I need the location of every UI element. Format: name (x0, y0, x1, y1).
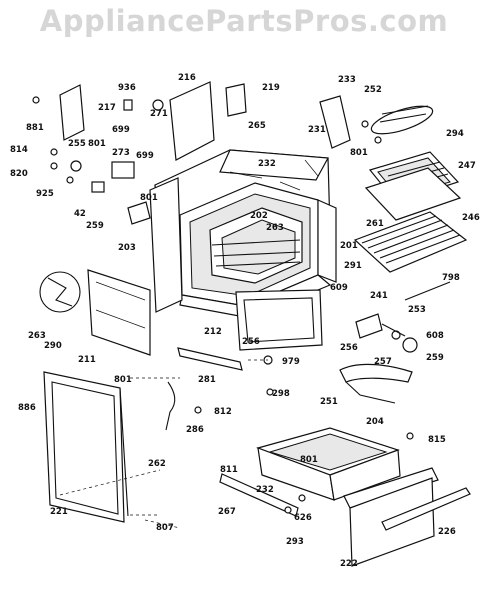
burner-valve (355, 281, 451, 353)
part-label: 231 (308, 125, 326, 135)
part-label: 811 (220, 465, 238, 475)
part-label: 820 (10, 169, 28, 179)
part-label: 291 (344, 261, 362, 271)
part-label: 801 (350, 148, 368, 158)
part-label: 247 (458, 161, 476, 171)
part-label: 267 (218, 507, 236, 517)
part-label: 219 (262, 83, 280, 93)
part-label: 201 (340, 241, 358, 251)
part-label: 263 (266, 223, 284, 233)
part-label: 801 (114, 375, 132, 385)
part-label: 232 (258, 159, 276, 169)
part-label: 253 (408, 305, 426, 315)
part-label: 212 (204, 327, 222, 337)
part-label: 699 (112, 125, 130, 135)
part-label: 286 (186, 425, 204, 435)
part-label: 290 (44, 341, 62, 351)
oven-door (43, 371, 129, 523)
part-label: 259 (86, 221, 104, 231)
part-label: 203 (118, 243, 136, 253)
part-label: 281 (198, 375, 216, 385)
part-label: 294 (446, 129, 464, 139)
part-label: 801 (88, 139, 106, 149)
part-label: 801 (300, 455, 318, 465)
left-brackets (32, 81, 247, 225)
bake-burner (339, 363, 413, 383)
part-label: 881 (26, 123, 44, 133)
part-label: 217 (98, 103, 116, 113)
drawer-front (343, 467, 439, 509)
drawer-rail (219, 473, 299, 517)
part-label: 256 (340, 343, 358, 353)
part-label: 211 (78, 355, 96, 365)
hinge-bar (177, 347, 243, 371)
part-label: 263 (28, 331, 46, 341)
door-hinge (165, 381, 176, 431)
oven-rack (353, 211, 468, 273)
part-label: 256 (242, 337, 260, 347)
part-label: 216 (178, 73, 196, 83)
part-label: 815 (428, 435, 446, 445)
broiler-pan (364, 151, 462, 221)
part-label: 626 (294, 513, 312, 523)
part-label: 262 (148, 459, 166, 469)
back-panel (87, 269, 151, 356)
part-label: 936 (118, 83, 136, 93)
storage-drawer (256, 427, 401, 501)
side-panel (149, 177, 183, 313)
part-label: 221 (50, 507, 68, 517)
part-label: 233 (338, 75, 356, 85)
part-label: 293 (286, 537, 304, 547)
wiring-harness (39, 271, 81, 313)
part-label: 241 (370, 291, 388, 301)
upper-right-parts (319, 95, 434, 149)
part-label: 259 (426, 353, 444, 363)
part-label: 252 (364, 85, 382, 95)
part-label: 298 (272, 389, 290, 399)
part-label: 261 (366, 219, 384, 229)
part-label: 798 (442, 273, 460, 283)
part-label: 886 (18, 403, 36, 413)
drawer-trim (381, 487, 471, 531)
part-label: 608 (426, 331, 444, 341)
part-label: 226 (438, 527, 456, 537)
part-label: 202 (250, 211, 268, 221)
part-labels: 881 217 936 216 219 233 252 294 814 255 … (10, 73, 480, 569)
part-label: 257 (374, 357, 392, 367)
part-label: 979 (282, 357, 300, 367)
part-label: 246 (462, 213, 480, 223)
part-label: 609 (330, 283, 348, 293)
lower-frame (235, 289, 323, 351)
part-label: 251 (320, 397, 338, 407)
part-label: 232 (256, 485, 274, 495)
part-label: 807 (156, 523, 174, 533)
part-label: 255 (68, 139, 86, 149)
part-label: 814 (10, 145, 28, 155)
part-label: 222 (340, 559, 358, 569)
part-label: 42 (74, 209, 86, 219)
part-label: 925 (36, 189, 54, 199)
part-label: 273 (112, 148, 130, 158)
part-label: 699 (136, 151, 154, 161)
part-label: 271 (150, 109, 168, 119)
oven-body (154, 149, 337, 319)
watermark: AppliancePartsPros.com (39, 4, 449, 38)
part-label: 204 (366, 417, 384, 427)
part-label: 801 (140, 193, 158, 203)
part-label: 812 (214, 407, 232, 417)
part-label: 265 (248, 121, 266, 131)
